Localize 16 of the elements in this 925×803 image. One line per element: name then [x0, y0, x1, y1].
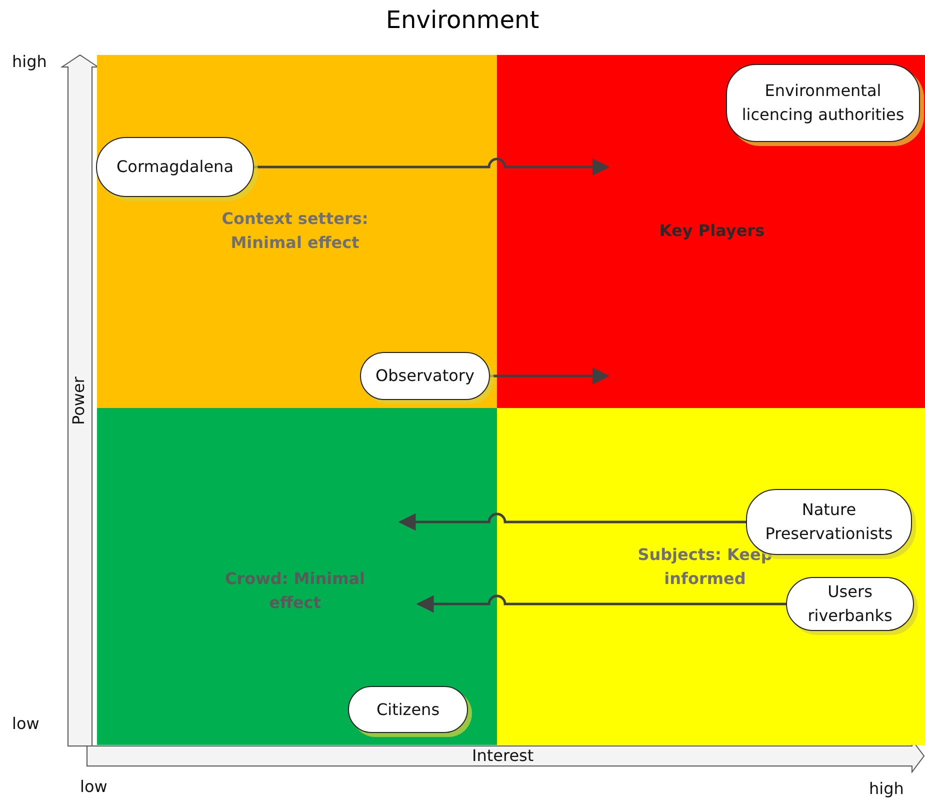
axis-tick-label: low	[80, 777, 108, 796]
quadrant-label: Context setters: Minimal effect	[220, 208, 370, 254]
axis-title: Interest	[472, 746, 534, 765]
quadrant-label: Key Players	[658, 220, 766, 242]
quadrant-area	[97, 408, 497, 745]
axis-tick-label: high	[12, 52, 47, 71]
axis-tick-label: low	[12, 714, 40, 733]
quadrant-area	[497, 408, 925, 745]
arrow	[398, 512, 746, 531]
arrow	[416, 594, 786, 613]
axis-tick-label: high	[869, 779, 904, 798]
axis-title: Power	[69, 376, 88, 425]
quadrant-area	[97, 55, 497, 408]
diagram-title: Environment	[384, 6, 540, 34]
quadrant-area	[497, 55, 925, 408]
quadrant-label: Crowd: Minimal effect	[224, 568, 366, 614]
